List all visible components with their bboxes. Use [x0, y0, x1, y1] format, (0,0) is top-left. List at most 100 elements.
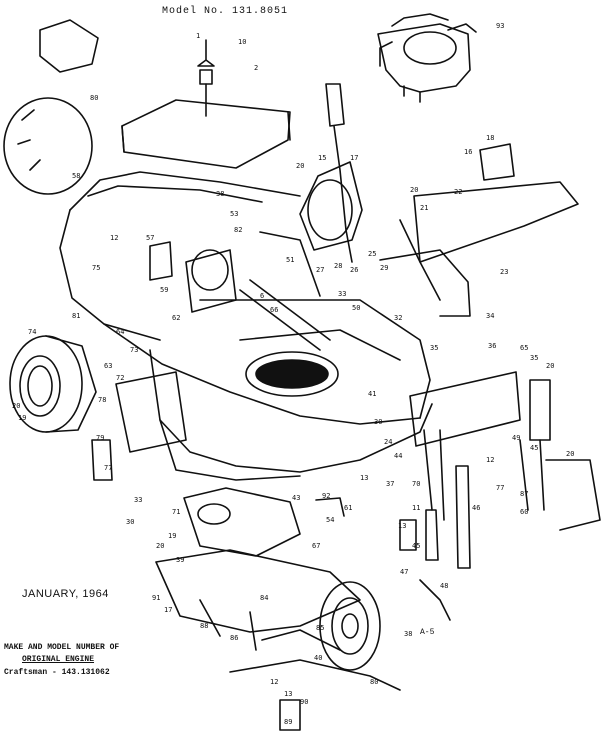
- part-label: 15: [318, 154, 326, 162]
- part-label: 46: [472, 504, 480, 512]
- part-label: 72: [116, 374, 124, 382]
- part-label: 16: [464, 148, 472, 156]
- part-label: 48: [440, 582, 448, 590]
- part-label: 22: [454, 188, 462, 196]
- model-number-title: Model No. 131.8051: [162, 6, 289, 17]
- part-label: 20: [410, 186, 418, 194]
- part-label: 50: [352, 304, 360, 312]
- part-label: 85: [316, 624, 324, 632]
- part-label: 63: [104, 362, 112, 370]
- part-label: 49: [512, 434, 520, 442]
- part-label: 70: [412, 480, 420, 488]
- part-label: 38: [404, 630, 412, 638]
- part-label: 86: [230, 634, 238, 642]
- mower-deck: [155, 487, 401, 731]
- part-label: 51: [286, 256, 294, 264]
- tractor-frame: [59, 171, 579, 481]
- steering-column: [299, 83, 363, 263]
- part-label: 90: [300, 698, 308, 706]
- part-label: 39: [176, 556, 184, 564]
- part-label: 33: [338, 290, 346, 298]
- control-levers: [149, 231, 331, 351]
- part-label: 10: [238, 38, 246, 46]
- part-label: 12: [270, 678, 278, 686]
- grass-bag-parts: [3, 19, 99, 195]
- right-wheel: [319, 581, 381, 671]
- part-label: 66: [270, 306, 278, 314]
- part-label: 11: [412, 504, 420, 512]
- engine-model-number: Craftsman - 143.131062: [4, 668, 110, 677]
- part-label: 77: [496, 484, 504, 492]
- part-label: 33: [134, 496, 142, 504]
- part-label: 26: [350, 266, 358, 274]
- part-label: 19: [168, 532, 176, 540]
- part-label: 88: [200, 622, 208, 630]
- seat-drawing: [121, 39, 291, 169]
- part-label: 64: [116, 328, 124, 336]
- rear-axle-assembly: [409, 371, 601, 569]
- part-label: 73: [130, 346, 138, 354]
- part-label: 17: [164, 606, 172, 614]
- part-label: 20: [156, 542, 164, 550]
- part-label: 12: [110, 234, 118, 242]
- part-label: 67: [312, 542, 320, 550]
- part-label: 27: [316, 266, 324, 274]
- part-label: 81: [72, 312, 80, 320]
- part-label: 6: [260, 292, 264, 300]
- part-label: 43: [292, 494, 300, 502]
- part-label: 32: [394, 314, 402, 322]
- part-label: 91: [152, 594, 160, 602]
- part-label: 45: [412, 542, 420, 550]
- part-label: 40: [314, 654, 322, 662]
- part-label: 78: [98, 396, 106, 404]
- part-label: 75: [92, 264, 100, 272]
- part-label: 34: [486, 312, 494, 320]
- part-label: 30: [126, 518, 134, 526]
- small-parts: [91, 143, 515, 621]
- part-label: 87: [520, 490, 528, 498]
- part-label: 13: [360, 474, 368, 482]
- page-code: A-5: [420, 628, 435, 637]
- part-label: 30: [374, 418, 382, 426]
- part-label: 58: [72, 172, 80, 180]
- part-label: 23: [500, 268, 508, 276]
- part-label: 2: [254, 64, 258, 72]
- part-label: 57: [146, 234, 154, 242]
- part-label: 41: [368, 390, 376, 398]
- part-label: 77: [104, 464, 112, 472]
- part-label: 80: [370, 678, 378, 686]
- part-label: 35: [430, 344, 438, 352]
- part-label: 1: [196, 32, 200, 40]
- part-label: 29: [380, 264, 388, 272]
- left-wheel: [9, 335, 97, 433]
- part-label: 80: [90, 94, 98, 102]
- part-label: 71: [172, 508, 180, 516]
- part-label: 45: [530, 444, 538, 452]
- part-label: 82: [234, 226, 242, 234]
- part-label: 36: [488, 342, 496, 350]
- part-label: 47: [400, 568, 408, 576]
- part-label: 24: [384, 438, 392, 446]
- part-label: 74: [28, 328, 36, 336]
- part-label: 65: [520, 344, 528, 352]
- engine-heading-line1: MAKE AND MODEL NUMBER OF: [4, 643, 120, 652]
- part-label: 62: [172, 314, 180, 322]
- part-label: 17: [350, 154, 358, 162]
- part-label: 13: [284, 690, 292, 698]
- part-label: 20: [12, 402, 20, 410]
- engine-heading-line2: ORIGINAL ENGINE: [22, 655, 95, 664]
- part-label: 20: [566, 450, 574, 458]
- part-label: 89: [284, 718, 292, 726]
- part-label: 79: [96, 434, 104, 442]
- part-label: 92: [322, 492, 330, 500]
- part-label: 84: [260, 594, 268, 602]
- part-callouts: 1 2 10 80 58 93 18 16 15 17 20 20 21 22 …: [12, 22, 574, 726]
- publication-date: JANUARY, 1964: [22, 588, 109, 600]
- part-label: 18: [486, 134, 494, 142]
- part-label: 20: [296, 162, 304, 170]
- part-label: 61: [344, 504, 352, 512]
- part-label: 38: [216, 190, 224, 198]
- part-label: 60: [520, 508, 528, 516]
- part-label: 35: [530, 354, 538, 362]
